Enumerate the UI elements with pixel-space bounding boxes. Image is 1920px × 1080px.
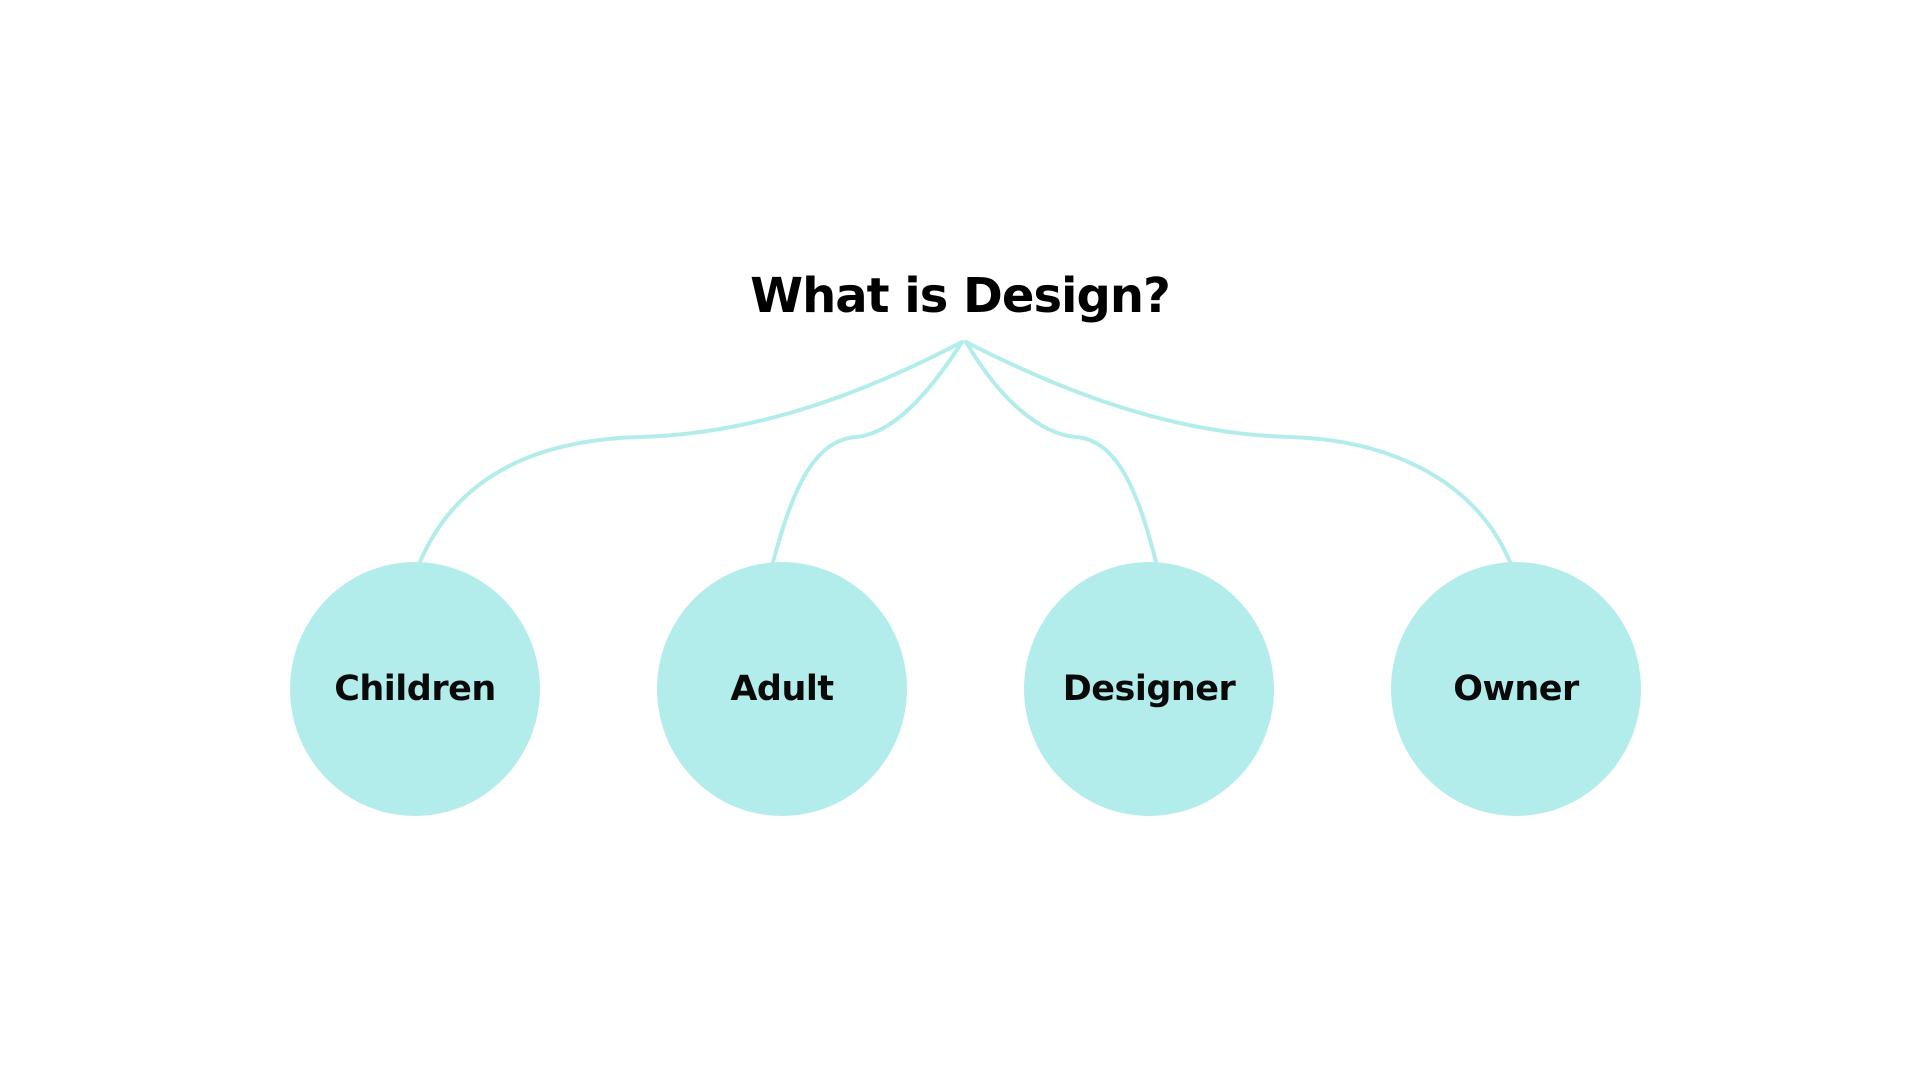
- node-children: Children: [290, 562, 540, 816]
- connector-children: [418, 340, 964, 564]
- node-adult: Adult: [657, 562, 907, 816]
- node-owner: Owner: [1391, 562, 1641, 816]
- connector-adult: [771, 340, 964, 564]
- node-label-owner: Owner: [1453, 669, 1579, 709]
- node-label-adult: Adult: [730, 669, 834, 709]
- connector-owner: [964, 340, 1512, 564]
- node-designer: Designer: [1024, 562, 1274, 816]
- connector-designer: [964, 340, 1158, 564]
- diagram-title: What is Design?: [750, 268, 1171, 324]
- node-label-children: Children: [334, 669, 496, 709]
- node-label-designer: Designer: [1062, 669, 1236, 709]
